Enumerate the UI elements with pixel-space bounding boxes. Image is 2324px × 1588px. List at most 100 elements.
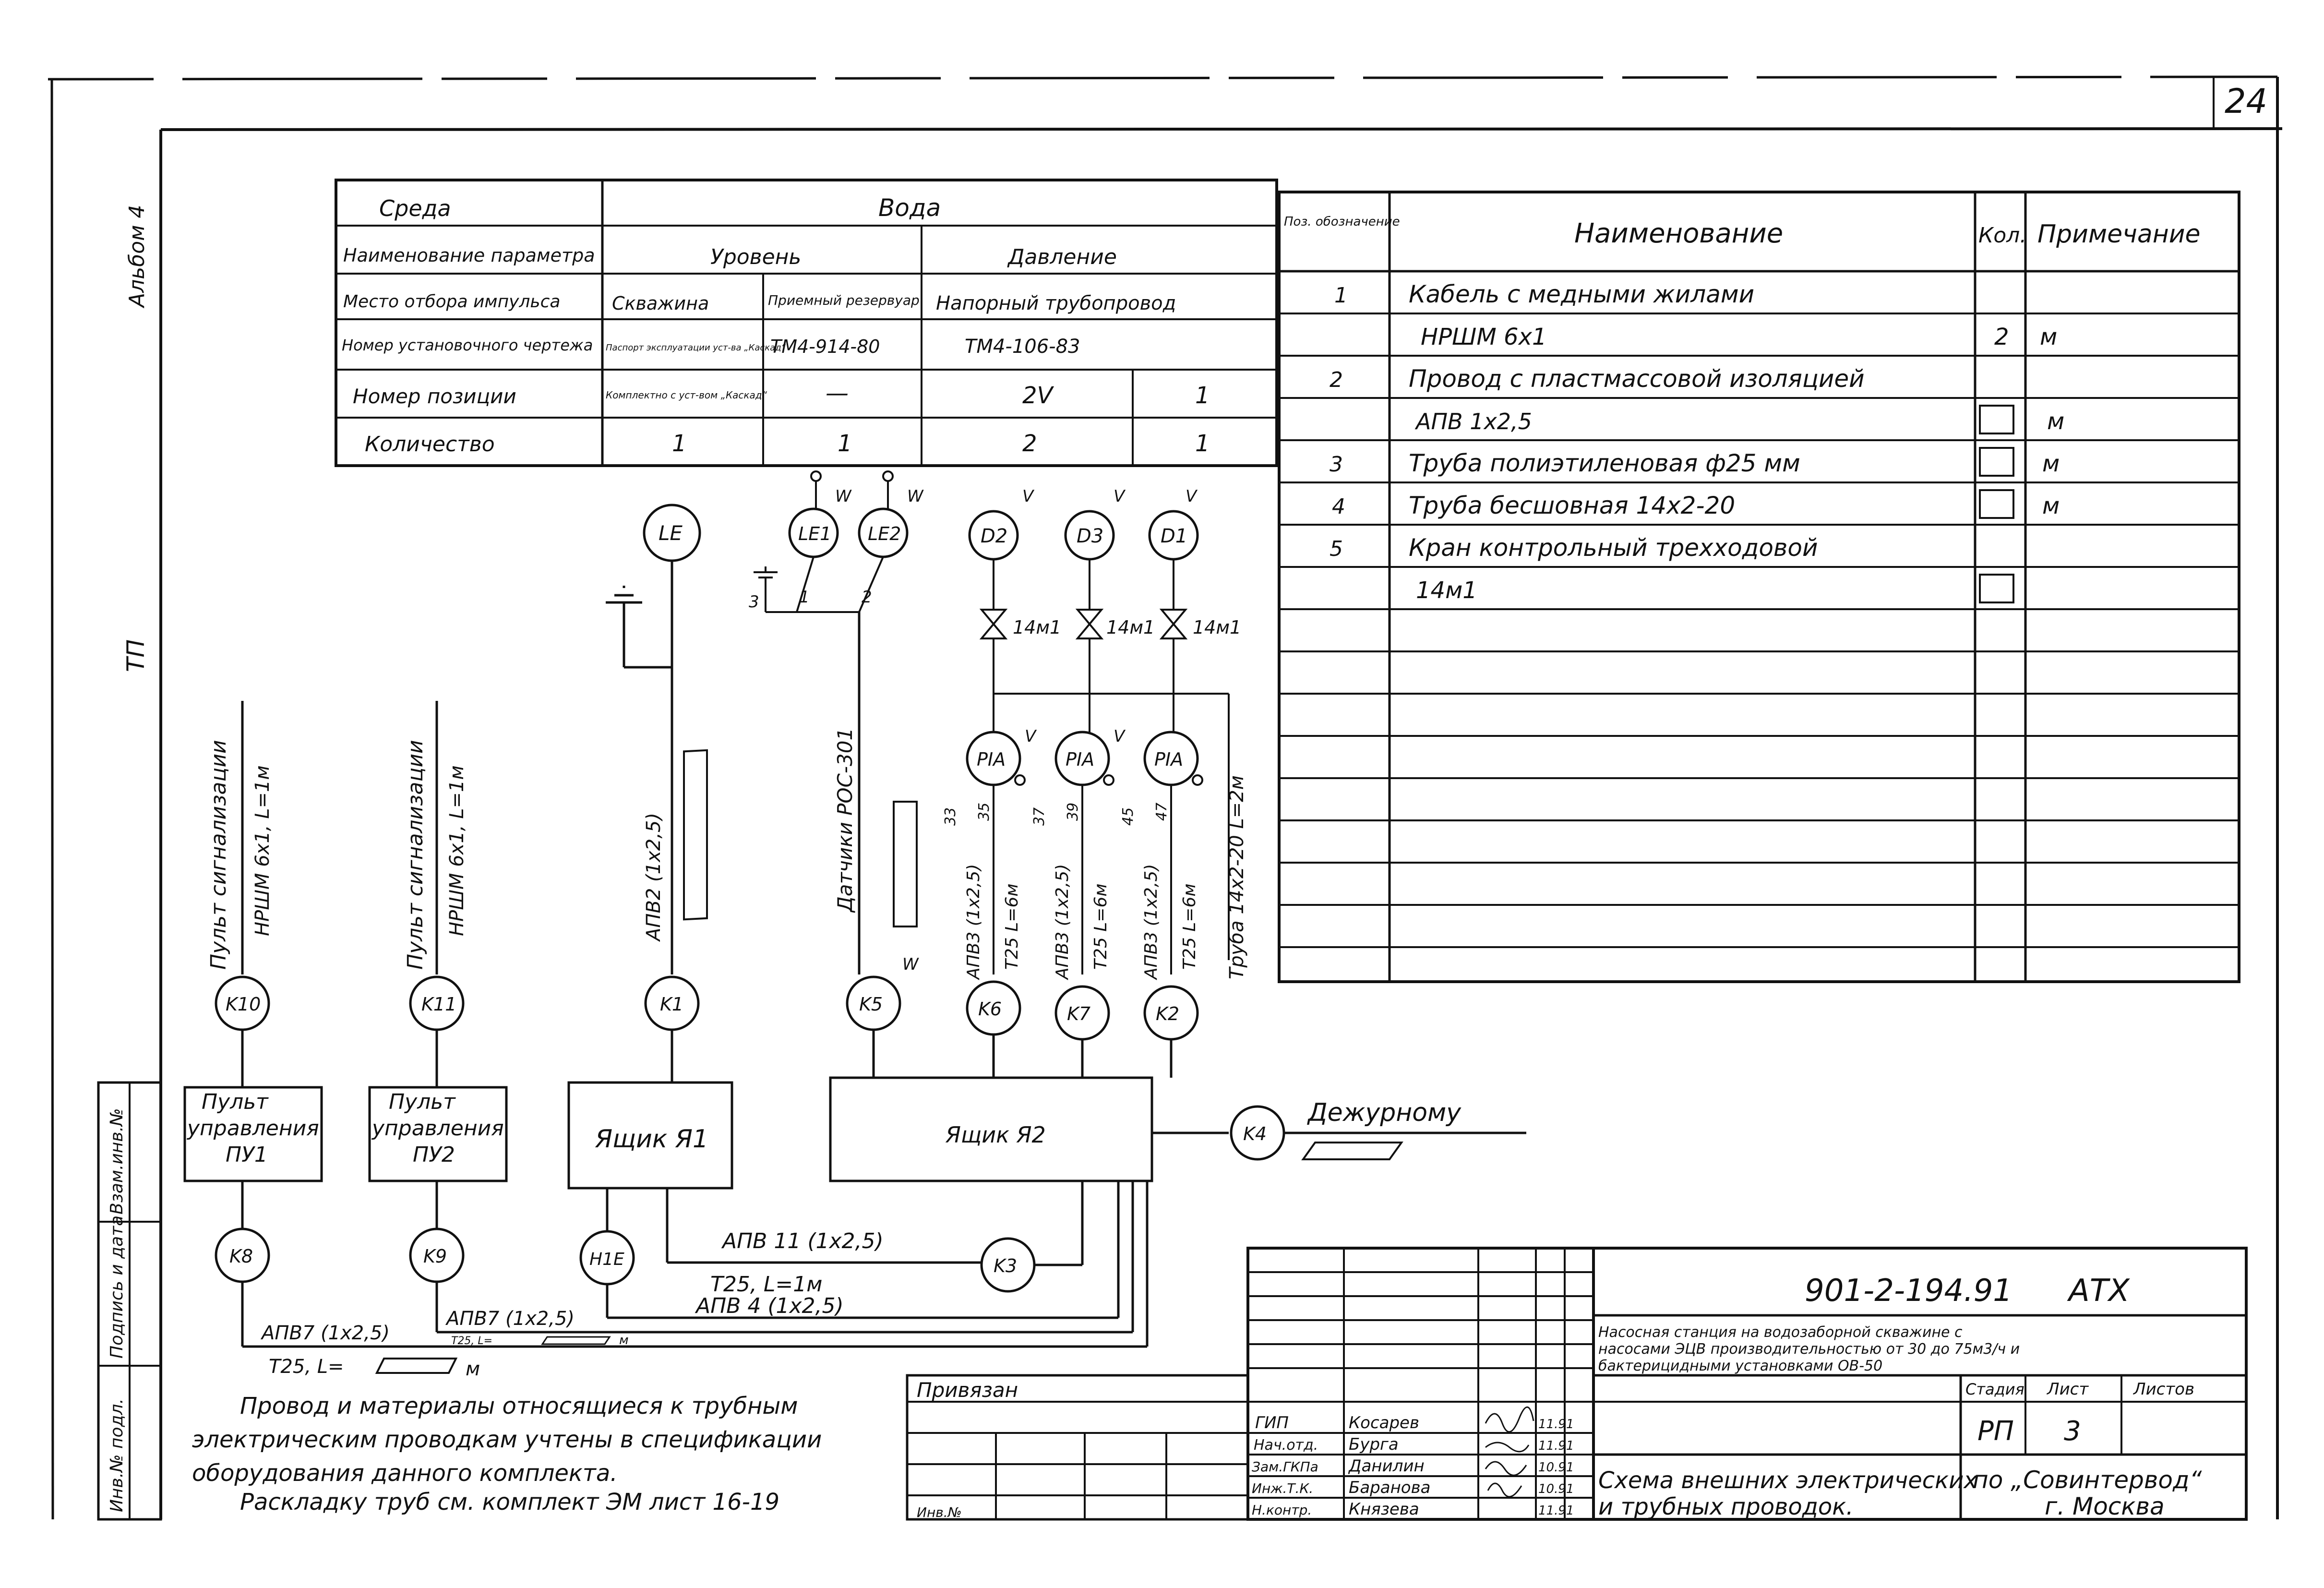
terminal-45: 45 (1120, 807, 1137, 826)
cell-tm4-914: ТМ4-914-80 (770, 336, 880, 357)
k10-label-b: НРШМ 6х1, L=1м (252, 765, 274, 936)
k9-unit: м (619, 1333, 629, 1347)
sign-date-label: Подпись и дата (107, 1215, 127, 1359)
terminal-3: 3 (749, 592, 759, 612)
privyazan-label: Привязан (917, 1378, 1018, 1402)
staff-role-2: Нач.отд. (1254, 1437, 1318, 1454)
k2-cable-a: АПВ3 (1х2,5) (1141, 864, 1161, 980)
staff-date-3: 10.91 (1538, 1460, 1574, 1475)
connector-k3: K3 (666, 1181, 1084, 1293)
svg-text:V: V (1114, 487, 1126, 506)
row-label-drawing-no: Номер установочного чертежа (342, 336, 593, 354)
terminal-2: 2 (862, 588, 872, 607)
ros-wiring: 3 1 2 (749, 556, 884, 974)
k8-len-box (375, 1358, 458, 1374)
title-block: Привязан Инв.№ 901-2-194.91 АТХ Насосная… (906, 1247, 2248, 1521)
row-label-medium: Среда (379, 195, 451, 221)
note-line-2: электрическим проводкам учтены в специфи… (192, 1426, 822, 1453)
svg-text:D3: D3 (1077, 525, 1103, 547)
connector-k1: K1 (644, 975, 700, 1083)
connector-k7: K7 (1054, 985, 1110, 1078)
sensor-d3: V D3 14м1 (1064, 487, 1155, 732)
svg-text:K11: K11 (421, 994, 456, 1015)
spec-name-1: Кабель с медными жилами (1409, 280, 1754, 308)
cell-1a: 1 (1195, 382, 1210, 409)
valve-label: 14м1 (1013, 617, 1061, 638)
connector-k9: K9 (409, 1181, 581, 1334)
k3-cable-b: Т25, L=1м (710, 1272, 822, 1297)
spec-qty-box-5 (1979, 447, 2014, 477)
doc-code: 901-2-194.91 (1805, 1273, 2013, 1309)
svg-text:управления: управления (186, 1116, 319, 1141)
inv-podl-label: Инв.№ подл. (107, 1398, 127, 1512)
staff-date-2: 11.91 (1538, 1439, 1574, 1453)
k7-cable-b: Т25 L=6м (1091, 883, 1111, 970)
sensor-pia-2: PIA V 37 39 (1031, 727, 1126, 974)
margin-stamp: Взам.инв.№ Подпись и дата Инв.№ подл. (97, 1081, 162, 1521)
spec-note-6: м (2042, 493, 2060, 519)
svg-text:K3: K3 (994, 1255, 1017, 1276)
svg-text:K10: K10 (226, 994, 261, 1015)
cell-water: Вода (878, 194, 941, 222)
note-line-1: Провод и материалы относящиеся к трубным (240, 1393, 798, 1420)
spec-name-6: Труба бесшовная 14х2-20 (1409, 492, 1735, 519)
svg-text:D1: D1 (1161, 525, 1187, 547)
spec-head-name: Наименование (1574, 218, 1783, 249)
staff-name-4: Баранова (1349, 1478, 1430, 1497)
spec-head-note: Примечание (2037, 220, 2201, 249)
svg-text:PIA: PIA (1154, 749, 1183, 770)
spec-pos-3: 2 (1330, 368, 1343, 392)
svg-text:K9: K9 (423, 1246, 447, 1267)
drawing-title-2: и трубных проводок. (1598, 1493, 1854, 1520)
staff-date-5: 11.91 (1538, 1504, 1574, 1518)
k2-tube-label: Труба 14х2-20 L=2м (1226, 775, 1248, 979)
spec-qty-2: 2 (1994, 324, 2009, 350)
terminal-37: 37 (1031, 807, 1048, 826)
qty-4: 1 (1195, 430, 1210, 457)
vzam-inv-label: Взам.инв.№ (107, 1108, 127, 1215)
spec-head-pos: Поз. обозначение (1284, 215, 1400, 229)
svg-text:H1E: H1E (589, 1250, 624, 1269)
k5-cable-box (893, 801, 918, 927)
corner-number: 24 (2225, 82, 2267, 121)
tp-label: ТП (122, 639, 150, 672)
svg-text:ПУ2: ПУ2 (413, 1143, 455, 1167)
k2-cable-b: Т25 L=6м (1180, 883, 1199, 970)
signature-3 (1485, 1461, 1527, 1476)
svg-text:K4: K4 (1243, 1123, 1267, 1144)
stage-head: Стадия (1965, 1380, 2025, 1398)
cell-passport: Паспорт эксплуатации уст-ва „Каскад“ (606, 343, 786, 353)
staff-name-1: Косарев (1349, 1413, 1419, 1432)
svg-text:W: W (835, 487, 852, 506)
row-label-quantity: Количество (365, 432, 495, 457)
connector-h1e: H1E (579, 1188, 635, 1318)
sensor-pia-1: PIA V 33 35 (942, 727, 1037, 974)
svg-text:управления: управления (371, 1116, 504, 1141)
svg-text:Пульт: Пульт (202, 1090, 269, 1114)
k9-cable-b: Т25, L= (451, 1335, 492, 1347)
k8-cable-a: АПВ7 (1х2,5) (260, 1322, 390, 1344)
connector-k11: K11 (409, 975, 465, 1087)
k4-cable-box (1301, 1142, 1403, 1160)
control-panel-py1: Пульт управления ПУ1 (183, 1086, 323, 1182)
org-2: г. Москва (2045, 1492, 2165, 1520)
spec-qty-box-4 (1979, 405, 2014, 434)
apv4-label: АПВ 4 (1х2,5) (695, 1294, 844, 1318)
svg-text:Ящик Я2: Ящик Я2 (945, 1122, 1046, 1148)
connector-k2: K2 (1143, 985, 1199, 1078)
connector-k6: K6 (966, 980, 1021, 1078)
cell-pressure: Давление (1007, 245, 1117, 269)
inv-no-label: Инв.№ (917, 1504, 962, 1520)
spec-table: Поз. обозначение Наименование Кол. Приме… (1278, 191, 2240, 983)
sheet-head: Лист (2046, 1380, 2089, 1399)
svg-text:D2: D2 (981, 525, 1007, 547)
ground-left (606, 586, 672, 669)
staff-date-4: 10.91 (1538, 1482, 1574, 1496)
pressure-header (994, 693, 1230, 960)
connector-k5: K5 (846, 975, 901, 1078)
sensor-le: LE (643, 504, 701, 974)
svg-text:Пульт: Пульт (389, 1090, 456, 1114)
spec-name-7: Кран контрольный трехходовой (1409, 534, 1818, 562)
k5-sensors-label: Датчики РОС-301 (833, 728, 857, 913)
